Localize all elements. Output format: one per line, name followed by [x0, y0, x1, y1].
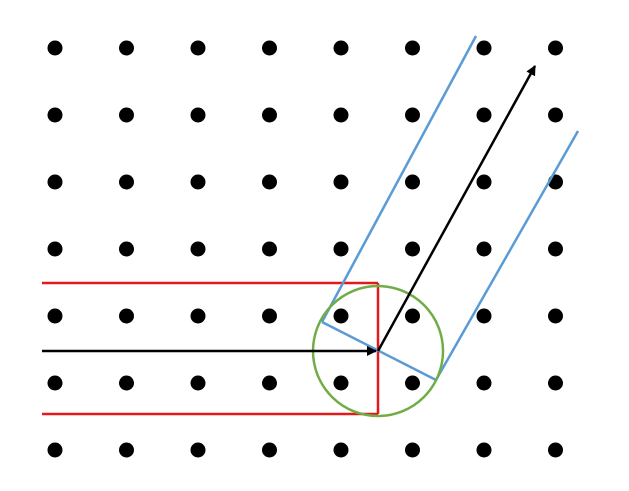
lattice-point — [262, 442, 277, 458]
lattice-point — [333, 174, 349, 190]
lattice-point — [262, 375, 277, 391]
lattice-point — [405, 40, 420, 56]
lattice-point — [119, 107, 134, 123]
lattice-point — [47, 308, 63, 324]
lattice-point — [476, 174, 492, 190]
lattice-point — [548, 442, 563, 458]
lattice-point — [190, 40, 206, 56]
diffracted-wave-vector-arrow — [376, 65, 537, 352]
lattice-point — [476, 308, 492, 324]
lattice-point — [119, 308, 134, 324]
lattice-point — [190, 107, 206, 123]
lattice-point — [47, 40, 63, 56]
lattice-point — [190, 442, 206, 458]
lattice-point — [262, 308, 277, 324]
lattice-point — [47, 241, 63, 257]
lattice-point — [548, 40, 563, 56]
lattice-point — [405, 308, 420, 324]
lattice-point — [119, 40, 134, 56]
lattice-point — [405, 174, 420, 190]
lattice-point — [548, 241, 563, 257]
lattice-point — [119, 241, 134, 257]
lattice-point — [548, 375, 563, 391]
lattice-point — [333, 442, 349, 458]
lattice-point — [333, 241, 349, 257]
lattice-point — [190, 241, 206, 257]
lattice-point — [262, 40, 277, 56]
diffracted-beam-left-edge — [320, 35, 478, 323]
lattice-point — [47, 375, 63, 391]
lattice-point — [476, 241, 492, 257]
lattice-point — [47, 442, 63, 458]
diffracted-beam — [320, 35, 580, 382]
lattice-point — [119, 174, 134, 190]
lattice-point — [47, 174, 63, 190]
lattice-point — [476, 40, 492, 56]
lattice-point — [476, 107, 492, 123]
lattice-point — [333, 308, 349, 324]
lattice-point — [476, 375, 492, 391]
lattice-point — [405, 107, 420, 123]
diffracted-beam-right-edge — [434, 130, 580, 381]
lattice-point — [548, 107, 563, 123]
incident-beam — [42, 281, 380, 416]
lattice-point — [405, 442, 420, 458]
lattice-point — [548, 308, 563, 324]
lattice-point — [119, 375, 134, 391]
lattice-point — [333, 107, 349, 123]
lattice-point — [262, 174, 277, 190]
lattice-point — [119, 442, 134, 458]
lattice-point — [405, 241, 420, 257]
lattice-point — [262, 241, 277, 257]
lattice-point — [190, 375, 206, 391]
lattice-point — [47, 107, 63, 123]
lattice-points — [47, 40, 563, 458]
lattice-point — [262, 107, 277, 123]
lattice-point — [333, 375, 349, 391]
lattice-point — [190, 308, 206, 324]
lattice-point — [333, 40, 349, 56]
wave-vectors — [42, 65, 537, 356]
lattice-point — [476, 442, 492, 458]
lattice-point — [405, 375, 420, 391]
lattice-point — [190, 174, 206, 190]
